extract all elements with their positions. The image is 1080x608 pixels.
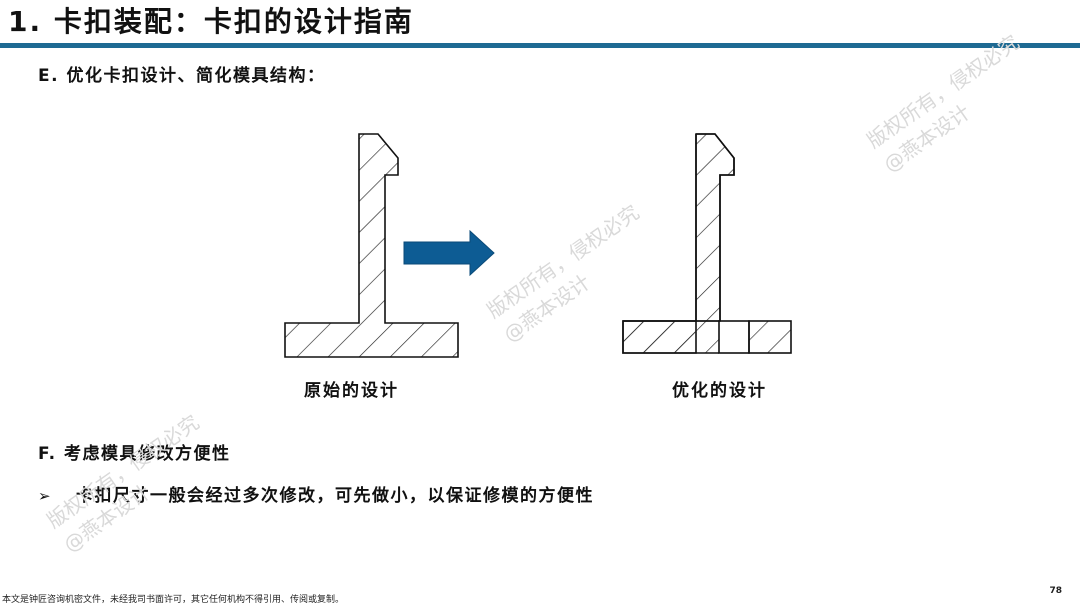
caption-optimized-design: 优化的设计 xyxy=(672,381,767,401)
page-number: 78 xyxy=(1049,586,1062,596)
bullet-item: ➢ 卡扣尺寸一般会经过多次修改，可先做小，以保证修模的方便性 xyxy=(38,482,594,510)
section-e-heading: E. 优化卡扣设计、简化模具结构： xyxy=(38,66,326,86)
confidentiality-footer: 本文是钟匠咨询机密文件，未经我司书面许可，其它任何机构不得引用、传阅或复制。 xyxy=(2,595,345,605)
caption-original-design: 原始的设计 xyxy=(304,381,399,401)
optimized-design-drawing xyxy=(622,133,792,354)
bullet-arrow-icon: ➢ xyxy=(38,487,53,505)
original-design-drawing xyxy=(284,133,459,358)
title-divider-bar xyxy=(0,43,1080,48)
right-arrow-icon xyxy=(403,229,495,277)
section-f-heading: F. 考虑模具修改方便性 xyxy=(38,444,231,464)
bullet-text: 卡扣尺寸一般会经过多次修改，可先做小，以保证修模的方便性 xyxy=(76,486,594,506)
page-title: 1. 卡扣装配：卡扣的设计指南 xyxy=(8,5,414,38)
